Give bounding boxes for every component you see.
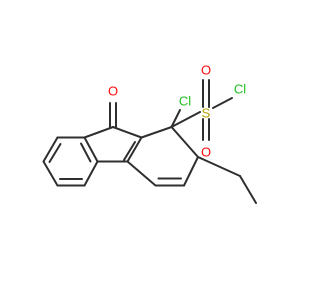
- bond: [123, 141, 136, 161]
- atom-label-chlorine: Cl: [179, 94, 191, 109]
- bond: [83, 126, 114, 139]
- atom-label-layer: O Cl S Cl O O: [108, 63, 246, 160]
- bond: [42, 160, 59, 187]
- atom-label-oxygen: O: [108, 84, 118, 99]
- atom-label-chlorine: Cl: [234, 82, 246, 97]
- bond: [83, 160, 99, 187]
- molecule-diagram: O Cl S Cl O O: [42, 63, 257, 204]
- bond: [112, 126, 143, 139]
- bond: [170, 111, 201, 128]
- bond-layer: [42, 79, 257, 204]
- bond: [80, 142, 92, 163]
- bond: [239, 175, 257, 204]
- bond: [212, 97, 233, 109]
- bond: [42, 136, 59, 163]
- atom-label-sulfur: S: [202, 106, 211, 121]
- bond: [170, 109, 181, 128]
- bond: [126, 136, 143, 163]
- bond: [170, 126, 199, 158]
- bond: [83, 136, 99, 163]
- bond: [140, 126, 173, 139]
- bond: [183, 156, 199, 187]
- bond: [126, 160, 157, 187]
- bond: [197, 156, 241, 177]
- bond: [48, 143, 62, 163]
- atom-label-oxygen: O: [201, 63, 211, 78]
- atom-label-oxygen: O: [201, 145, 211, 160]
